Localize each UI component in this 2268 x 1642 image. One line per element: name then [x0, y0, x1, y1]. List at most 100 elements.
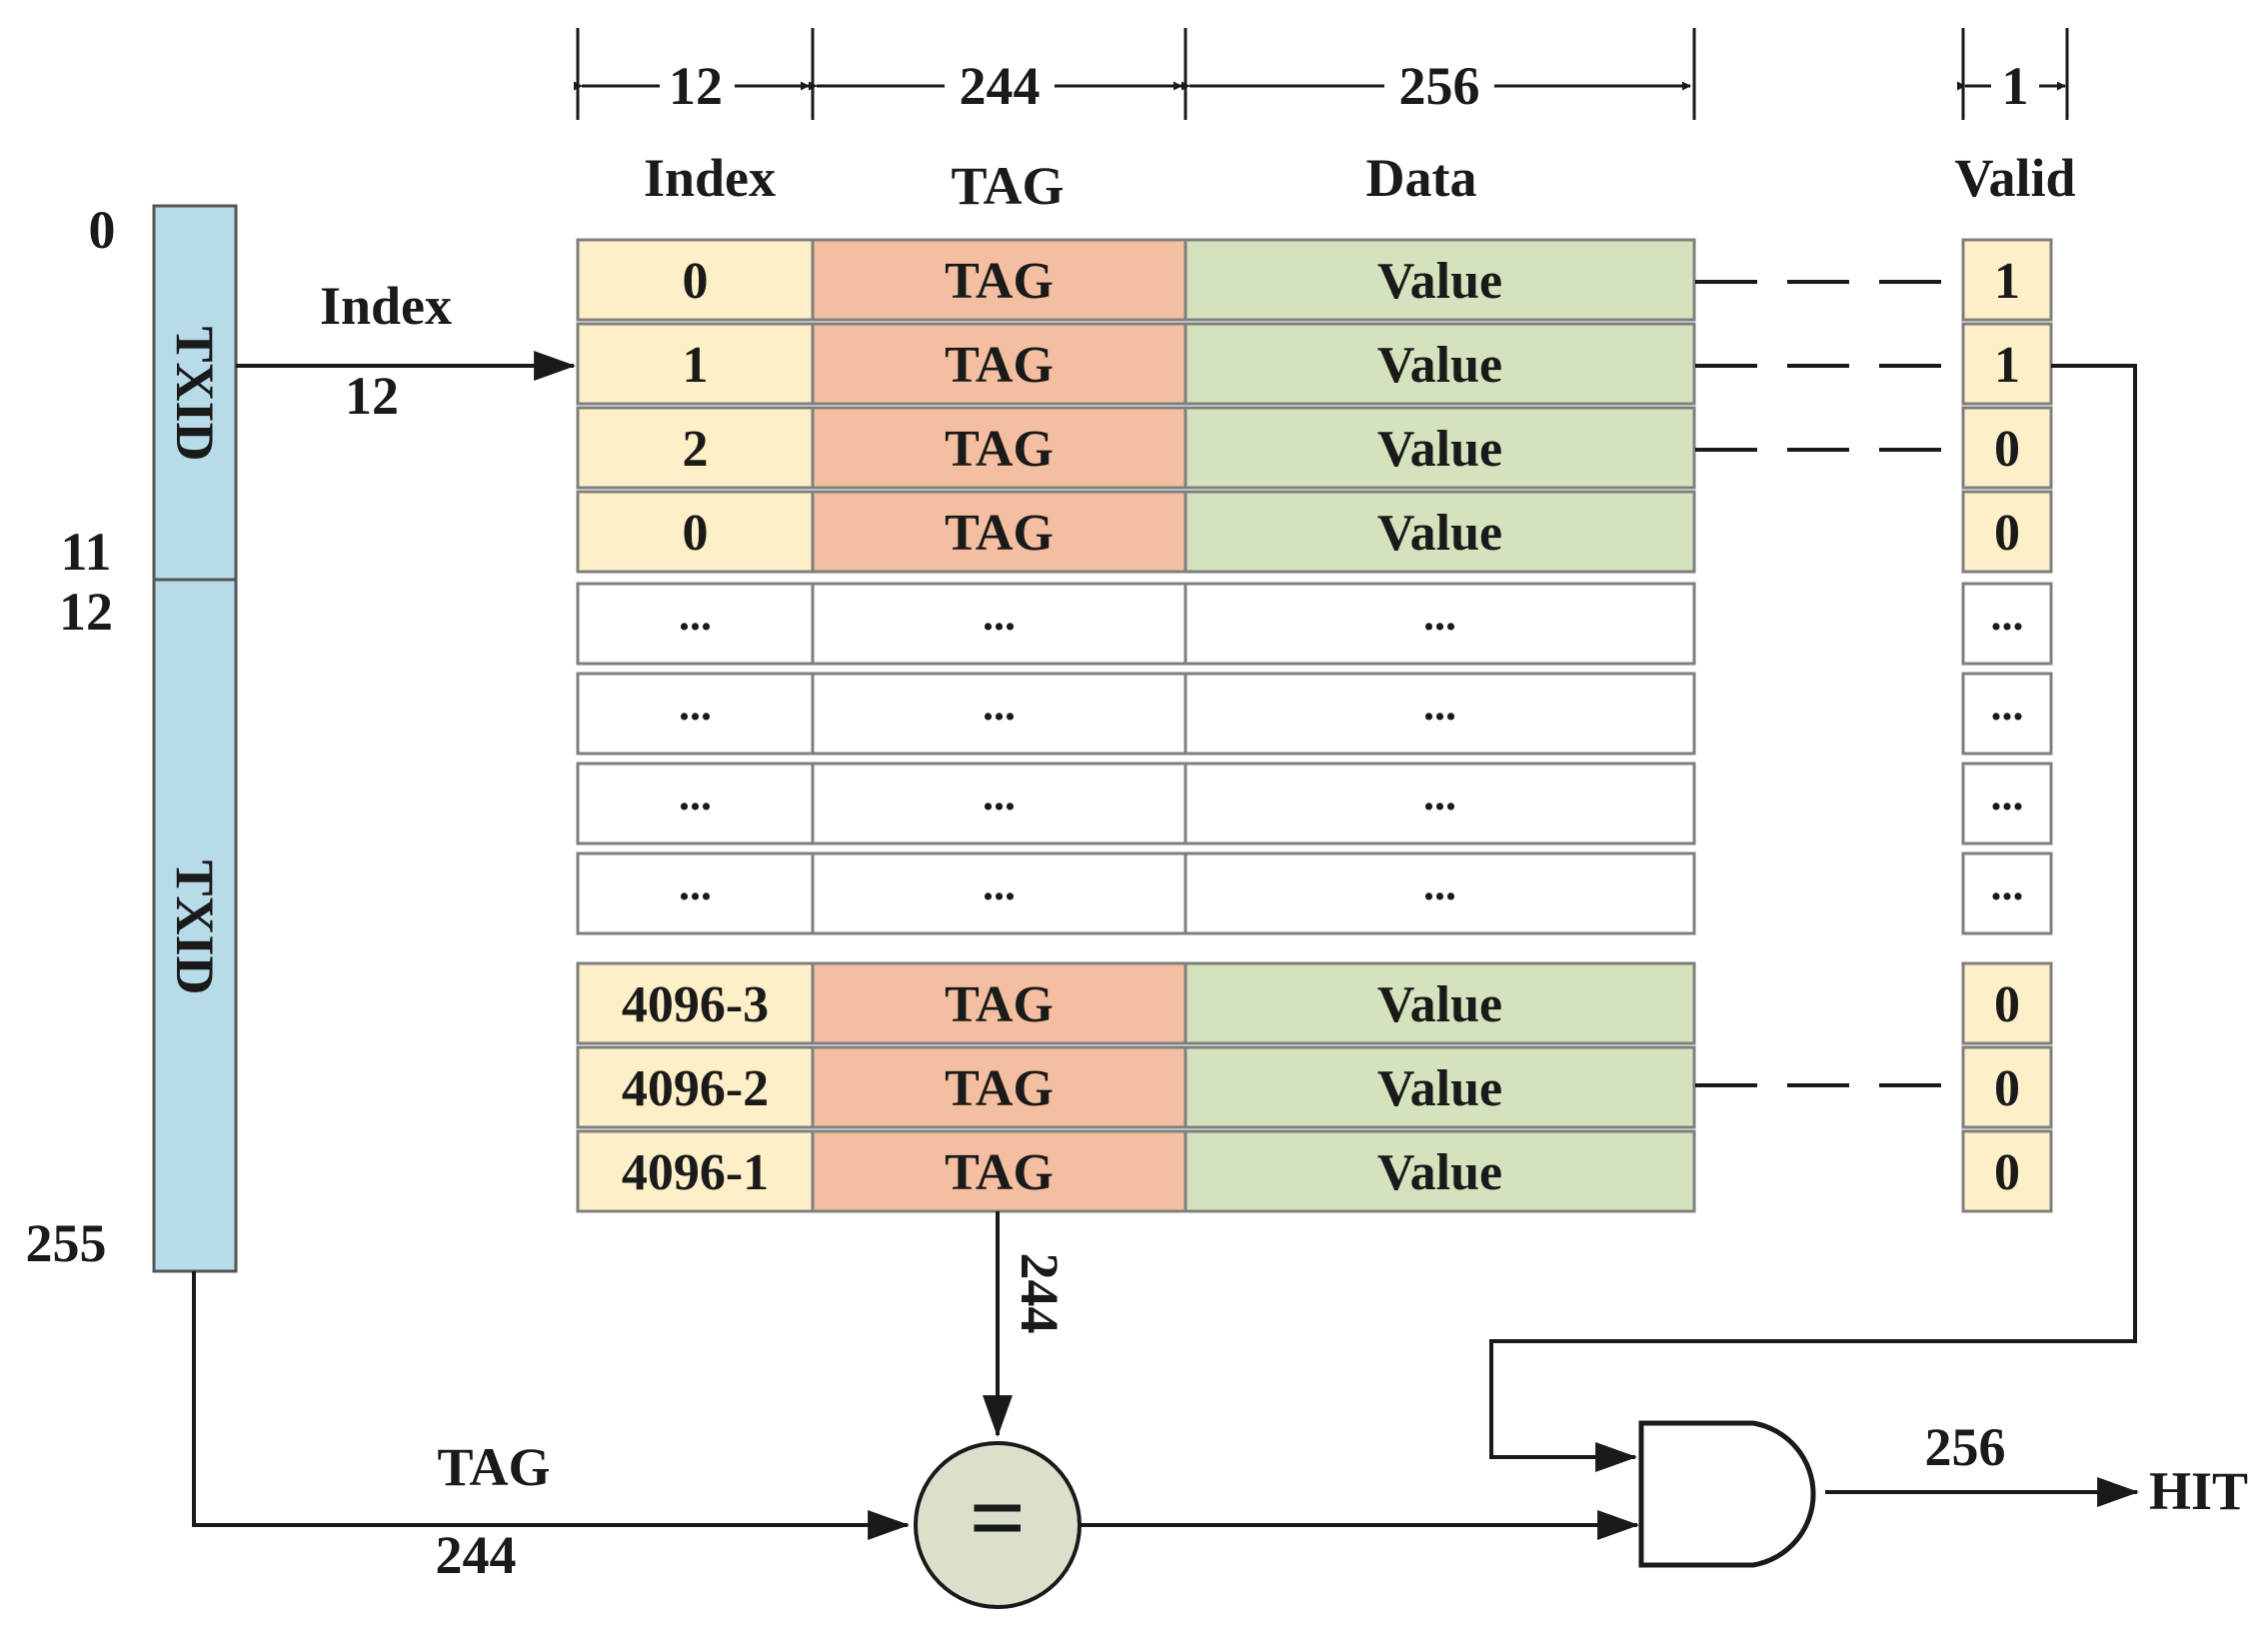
- txid-bit-11: 11: [60, 522, 111, 582]
- valid-bit: 1: [1961, 322, 2053, 406]
- valid-cell: [1961, 851, 2053, 935]
- valid-cell: [1961, 322, 2053, 406]
- index-cell-text: ...: [679, 860, 712, 909]
- txid-register: [152, 204, 238, 1273]
- index-cell-text: ...: [679, 681, 712, 730]
- valid-header: Valid: [1954, 148, 2075, 208]
- index-cell-text: ...: [679, 591, 712, 640]
- data-cell-text: ...: [1423, 681, 1456, 730]
- tag-bus-bits: 244: [1010, 1253, 1070, 1334]
- index-cell: [576, 322, 815, 406]
- tag-cell: [811, 1045, 1187, 1129]
- index-cell: [576, 490, 815, 574]
- data-cell: [1183, 406, 1696, 490]
- valid-bit: ...: [1961, 672, 2053, 756]
- index-cell-text: 1: [683, 337, 709, 394]
- data-cell: [1183, 762, 1696, 845]
- data-cell: [1183, 961, 1696, 1045]
- tag-cell-text: ...: [983, 591, 1016, 640]
- tag-cell-text: ...: [983, 771, 1016, 820]
- tag-cell-text: TAG: [945, 1144, 1054, 1201]
- data-cell: [1183, 1045, 1696, 1129]
- data-cell: [1183, 582, 1696, 666]
- valid-bit: 0: [1961, 490, 2053, 574]
- index-cell: [576, 961, 815, 1045]
- table-row: .........: [576, 672, 1696, 756]
- valid-bit: 0: [1961, 406, 2053, 490]
- valid-cell-text: 1: [1994, 253, 2020, 310]
- tag-cell-text: ...: [983, 681, 1016, 730]
- data-cell: [1183, 1129, 1696, 1213]
- table-row: .........: [576, 762, 1696, 845]
- hit-label: HIT: [2149, 1461, 2248, 1521]
- valid-cell: [1961, 961, 2053, 1045]
- txid-bit-0: 0: [89, 200, 116, 260]
- valid-cell-text: 0: [1994, 505, 2020, 562]
- index-cell-text: 0: [683, 253, 709, 310]
- valid-cell-text: ...: [1991, 771, 2024, 820]
- output-bits: 256: [1925, 1417, 2006, 1477]
- valid-cell-text: ...: [1991, 591, 2024, 640]
- tag-cell-text: TAG: [945, 337, 1054, 394]
- index-cell-text: 0: [683, 505, 709, 562]
- tag-input-bits: 244: [436, 1525, 517, 1585]
- index-arrow-bits: 12: [345, 366, 399, 426]
- index-header: Index: [644, 148, 776, 208]
- and-gate: [1638, 1420, 1816, 1568]
- tag-width-label: 244: [960, 56, 1041, 116]
- tag-cell-text: ...: [983, 860, 1016, 909]
- tag-cell: [811, 762, 1187, 845]
- tag-cell: [811, 672, 1187, 756]
- index-cell-text: 4096-3: [622, 976, 769, 1033]
- data-cell: [1183, 238, 1696, 322]
- data-cell-text: Value: [1377, 337, 1502, 394]
- index-cell: [576, 238, 815, 322]
- width-dimensions: [573, 28, 2069, 120]
- valid-cell-text: ...: [1991, 860, 2024, 909]
- tag-cell: [811, 490, 1187, 574]
- data-cell: [1183, 322, 1696, 406]
- index-cell: [576, 762, 815, 845]
- valid-bit: 0: [1961, 1129, 2053, 1213]
- tag-input-line: [192, 1271, 911, 1540]
- index-width-label: 12: [669, 56, 723, 116]
- valid-bit: 0: [1961, 1045, 2053, 1129]
- valid-cell: [1961, 490, 2053, 574]
- valid-cell-text: 0: [1994, 976, 2020, 1033]
- valid-bit: ...: [1961, 851, 2053, 935]
- tag-header: TAG: [951, 156, 1064, 216]
- tag-cell-text: TAG: [945, 421, 1054, 478]
- data-cell-text: ...: [1423, 591, 1456, 640]
- valid-cell-text: 1: [1994, 337, 2020, 394]
- valid-cell: [1961, 582, 2053, 666]
- data-cell-text: Value: [1377, 976, 1502, 1033]
- tag-cell-text: TAG: [945, 1060, 1054, 1117]
- valid-bit: 1: [1961, 238, 2053, 322]
- data-cell-text: ...: [1423, 771, 1456, 820]
- index-cell: [576, 406, 815, 490]
- tag-cell-text: TAG: [945, 253, 1054, 310]
- index-cell-text: 4096-1: [622, 1144, 769, 1201]
- valid-cell: [1961, 406, 2053, 490]
- valid-bit: ...: [1961, 762, 2053, 845]
- table-row: .........: [576, 851, 1696, 935]
- data-cell: [1183, 490, 1696, 574]
- data-cell-text: Value: [1377, 421, 1502, 478]
- valid-cell: [1961, 672, 2053, 756]
- index-cell: [576, 1129, 815, 1213]
- data-cell: [1183, 851, 1696, 935]
- data-cell-text: Value: [1377, 505, 1502, 562]
- valid-cell-text: ...: [1991, 681, 2024, 730]
- tag-cell: [811, 322, 1187, 406]
- tag-input-label: TAG: [437, 1437, 550, 1497]
- tag-cell: [811, 406, 1187, 490]
- tag-cell: [811, 961, 1187, 1045]
- data-header: Data: [1366, 148, 1477, 208]
- valid-cell: [1961, 1045, 2053, 1129]
